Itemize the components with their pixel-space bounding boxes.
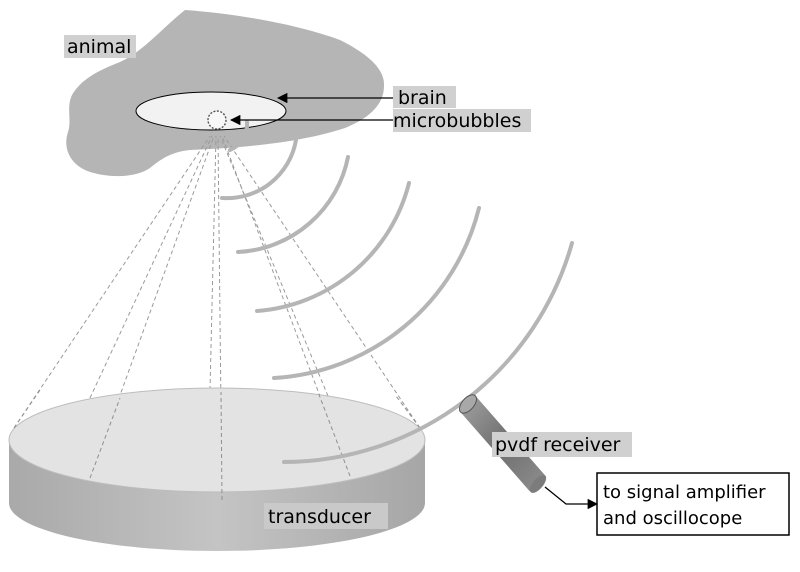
brain-label: brain xyxy=(398,87,447,109)
pvdf-end xyxy=(529,475,547,493)
wave-arc xyxy=(220,138,298,201)
animal-label-bg xyxy=(64,35,136,58)
wave-arc xyxy=(272,206,481,380)
beam-line xyxy=(89,135,215,479)
beam-lines-surface xyxy=(13,389,421,501)
signal-box xyxy=(596,472,790,536)
pvdf-label-bg xyxy=(492,432,632,457)
pvdf-tip xyxy=(458,394,478,414)
acoustic-waves xyxy=(220,120,574,464)
microbubbles-marker xyxy=(207,110,227,130)
animal-label: animal xyxy=(67,36,131,58)
brain-label-bg xyxy=(393,86,456,108)
pvdf-receiver-label: pvdf receiver xyxy=(495,434,621,456)
beam-line xyxy=(219,135,329,397)
transducer-top xyxy=(8,387,426,493)
transducer-label-bg xyxy=(264,503,388,529)
beam-line-surface xyxy=(317,391,351,477)
microbubbles-label-bg xyxy=(393,109,531,132)
beam-line-surface xyxy=(13,389,41,429)
beam-line xyxy=(221,135,351,477)
beam-line xyxy=(209,135,217,391)
beam-line xyxy=(13,135,211,429)
signal-box-line1: to signal amplifier xyxy=(603,482,766,503)
wave-arc xyxy=(228,120,250,152)
beam-line xyxy=(223,135,421,429)
beam-line xyxy=(89,135,213,399)
microbubbles-label: microbubbles xyxy=(393,110,521,132)
beam-line-surface xyxy=(89,397,121,479)
wave-arc xyxy=(255,181,411,313)
beam-lines xyxy=(13,135,421,501)
wave-arc xyxy=(236,155,350,254)
signal-connector xyxy=(544,486,599,510)
signal-box-line2: and oscillocope xyxy=(603,508,742,529)
beam-line xyxy=(217,135,223,501)
transducer-label: transducer xyxy=(268,506,371,528)
